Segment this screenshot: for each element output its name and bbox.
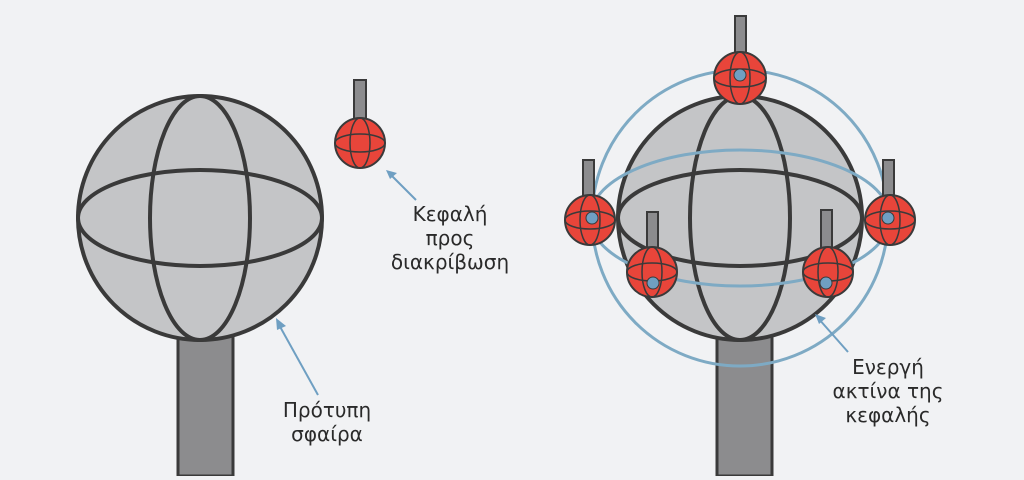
probe-head-assembly bbox=[334, 79, 386, 169]
standard-sphere-label-line2: σφαίρα bbox=[291, 422, 363, 446]
effective-radius-label-line3: κεφαλής bbox=[845, 403, 931, 427]
standard-sphere-assembly bbox=[76, 94, 324, 478]
probe-head-meridian bbox=[349, 117, 371, 169]
calibration-sphere-stem bbox=[715, 318, 774, 478]
standard-sphere-stem bbox=[176, 324, 235, 478]
probe-head-label-line1: Κεφαλή bbox=[412, 202, 488, 226]
probe-ball-front-right bbox=[802, 209, 854, 298]
standard-sphere-label: Πρότυπη σφαίρα bbox=[272, 398, 382, 446]
probe-ball-left bbox=[564, 159, 616, 246]
standard-sphere-meridian bbox=[148, 94, 252, 342]
probe-head-label: Κεφαλή προς διακρίβωση bbox=[380, 202, 520, 274]
calibration-sphere-equator bbox=[616, 168, 864, 268]
effective-radius-leader bbox=[815, 314, 849, 353]
standard-sphere-leader bbox=[276, 318, 319, 396]
probe-ball-front-left bbox=[626, 211, 678, 298]
probe-head-label-line3: διακρίβωση bbox=[390, 250, 510, 274]
standard-sphere-equator bbox=[76, 168, 324, 268]
probe-ball-top bbox=[713, 15, 767, 105]
effective-radius-label-line1: Ενεργή bbox=[852, 355, 924, 379]
probe-head-ball bbox=[334, 117, 386, 169]
standard-sphere-label-line1: Πρότυπη bbox=[282, 398, 372, 422]
standard-sphere bbox=[76, 94, 324, 342]
probe-head-leader bbox=[386, 170, 417, 201]
probe-head-label-line2: προς bbox=[425, 226, 475, 250]
effective-radius-label: Ενεργή ακτίνα της κεφαλής bbox=[818, 355, 958, 427]
effective-radius-label-line2: ακτίνα της bbox=[832, 379, 944, 403]
probe-head-equator bbox=[334, 133, 386, 153]
probe-ball-right bbox=[864, 159, 916, 246]
calibration-assembly bbox=[564, 15, 916, 478]
